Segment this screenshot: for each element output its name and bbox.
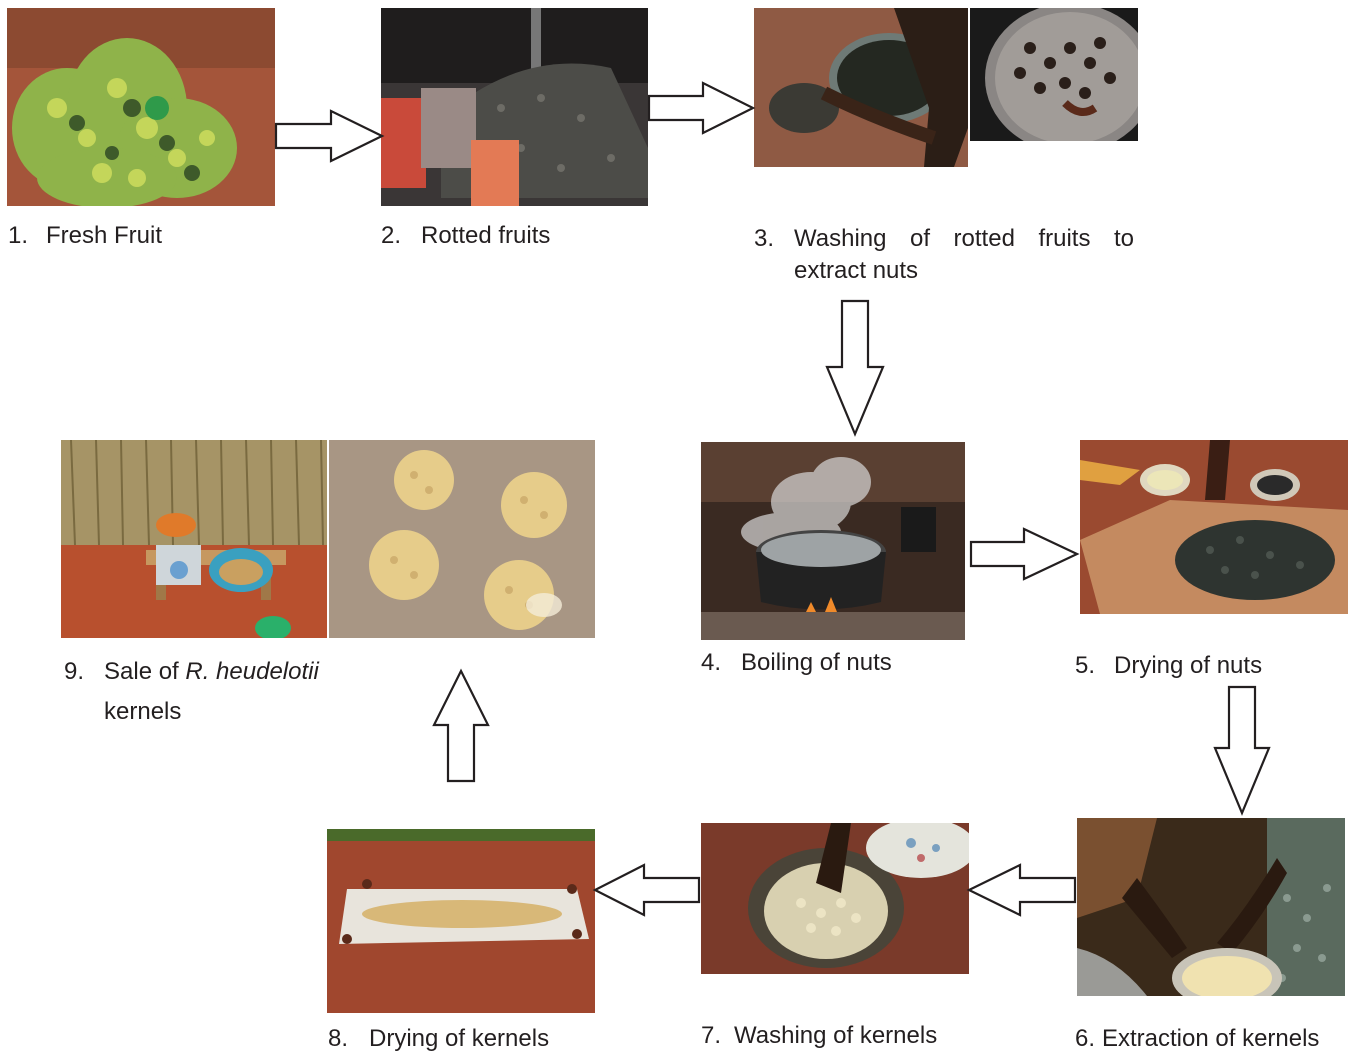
arrow-down-5-to-6: [1214, 686, 1270, 814]
caption-step-8-label: Drying of kernels: [369, 1023, 549, 1055]
photo-extraction-kernels: [1077, 818, 1345, 996]
caption-step-3-label-line2: extract nuts: [794, 255, 1134, 287]
arrow-left-6-to-7: [968, 864, 1076, 916]
arrow-left-7-to-8: [594, 864, 700, 916]
caption-step-4-number: 4.: [701, 647, 741, 679]
caption-step-3-label-line1: Washing of rotted fruits to: [794, 223, 1134, 255]
caption-step-4-label: Boiling of nuts: [741, 647, 892, 679]
caption-step-6-number: 6.: [1075, 1023, 1102, 1055]
caption-step-1: 1.Fresh Fruit: [8, 220, 162, 252]
photo-sale-kernels-left: [61, 440, 327, 638]
caption-step-8: 8.Drying of kernels: [328, 1023, 549, 1055]
caption-step-7-number: 7.: [701, 1020, 734, 1052]
arrow-up-8-to-9: [433, 670, 489, 782]
photo-washing-fruits-left: [754, 8, 968, 167]
caption-step-9-label-line2: kernels: [104, 692, 319, 732]
caption-step-4: 4.Boiling of nuts: [701, 647, 892, 679]
arrow-right-2-to-3: [648, 82, 754, 134]
photo-drying-kernels: [327, 829, 595, 1013]
arrow-right-1-to-2: [275, 110, 383, 162]
caption-step-8-number: 8.: [328, 1023, 369, 1055]
photo-boiling-nuts: [701, 442, 965, 640]
caption-step-3: 3. Washing of rotted fruits to extract n…: [754, 223, 1134, 287]
photo-fresh-fruit: [7, 8, 275, 206]
arrow-right-4-to-5: [970, 528, 1078, 580]
caption-step-2-label: Rotted fruits: [421, 220, 550, 252]
arrow-down-3-to-4: [826, 300, 884, 435]
caption-step-6: 6.Extraction of kernels: [1075, 1023, 1319, 1055]
caption-step-5-label: Drying of nuts: [1114, 650, 1262, 682]
caption-step-5: 5.Drying of nuts: [1075, 650, 1262, 682]
photo-rotted-fruits: [381, 8, 648, 206]
caption-step-9: 9. Sale of R. heudelotii kernels: [64, 652, 319, 732]
photo-washing-kernels: [701, 823, 969, 974]
photo-sale-kernels-right: [329, 440, 595, 638]
caption-step-3-number: 3.: [754, 223, 794, 255]
caption-step-5-number: 5.: [1075, 650, 1114, 682]
caption-step-7: 7.Washing of kernels: [701, 1020, 937, 1052]
photo-drying-nuts: [1080, 440, 1348, 614]
caption-step-2: 2.Rotted fruits: [381, 220, 550, 252]
caption-step-9-species-name: R. heudelotii: [185, 658, 318, 685]
caption-step-9-label-prefix: Sale of: [104, 658, 185, 685]
caption-step-1-number: 1.: [8, 220, 46, 252]
caption-step-7-label: Washing of kernels: [734, 1020, 937, 1052]
photo-washing-fruits-right: [970, 8, 1138, 141]
caption-step-9-number: 9.: [64, 652, 104, 692]
caption-step-2-number: 2.: [381, 220, 421, 252]
caption-step-1-label: Fresh Fruit: [46, 220, 162, 252]
caption-step-6-label: Extraction of kernels: [1102, 1023, 1319, 1055]
